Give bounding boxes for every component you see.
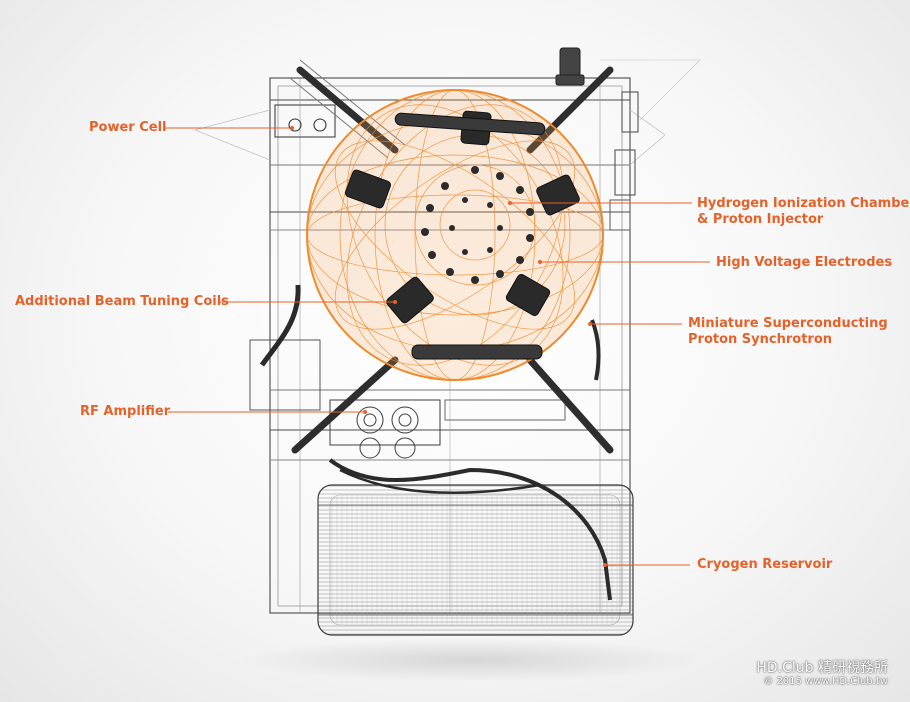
synchrotron-sphere bbox=[306, 89, 604, 381]
support-struts bbox=[291, 66, 614, 454]
label-synchrotron-line2: Proton Synchrotron bbox=[688, 332, 833, 347]
label-beam-tuning: Additional Beam Tuning Coils bbox=[15, 294, 229, 309]
label-hydrogen-chamber: Hydrogen Ionization Chamber & Proton Inj… bbox=[697, 196, 910, 228]
label-power-cell: Power Cell bbox=[89, 120, 167, 135]
floor-shadow bbox=[240, 638, 700, 682]
rf-amplifier-module bbox=[249, 339, 566, 459]
watermark-copyright: © 2015 www.HD.Club.tw bbox=[763, 676, 888, 687]
synchrotron-hose bbox=[590, 319, 601, 381]
cryogen-cable-secondary bbox=[339, 468, 541, 494]
top-connector bbox=[555, 47, 585, 86]
label-synchrotron: Miniature Superconducting Proton Synchro… bbox=[688, 316, 888, 348]
watermark-title: HD.Club 精研視務所 bbox=[756, 660, 888, 676]
label-hydrogen-line1: Hydrogen Ionization Chamber bbox=[697, 196, 910, 211]
label-hydrogen-line2: & Proton Injector bbox=[697, 212, 824, 227]
label-cryogen: Cryogen Reservoir bbox=[697, 557, 833, 572]
leader-lines bbox=[163, 127, 710, 566]
cryogen-tank bbox=[317, 484, 634, 636]
label-rf-amplifier: RF Amplifier bbox=[80, 404, 171, 419]
cryogen-cable bbox=[328, 458, 612, 601]
watermark: HD.Club 精研視務所 © 2015 www.HD.Club.tw bbox=[756, 660, 888, 688]
label-synchrotron-line1: Miniature Superconducting bbox=[688, 316, 888, 331]
label-high-voltage: High Voltage Electrodes bbox=[716, 255, 893, 270]
beam-coil-hose bbox=[259, 284, 301, 367]
